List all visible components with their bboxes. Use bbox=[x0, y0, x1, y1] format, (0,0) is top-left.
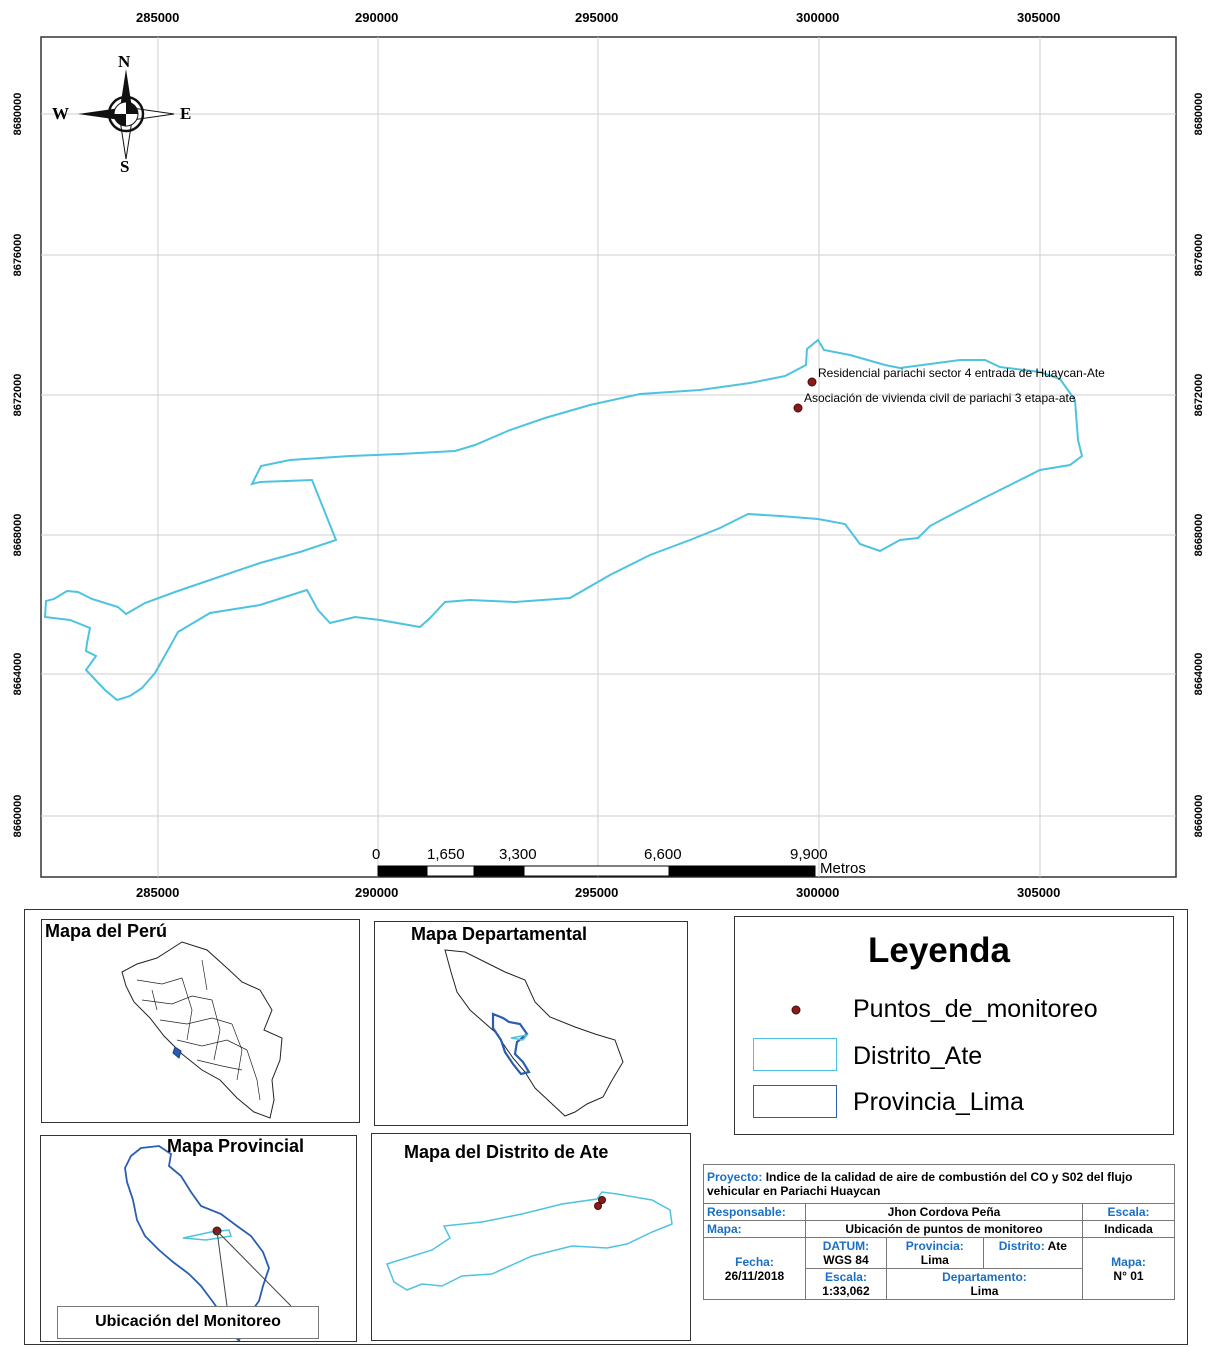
info-block: Proyecto: Indice de la calidad de aire d… bbox=[703, 1164, 1175, 1300]
proyecto-label: Proyecto: bbox=[707, 1170, 763, 1184]
departamento-cell: Departamento: Lima bbox=[885, 1268, 1084, 1300]
monitoring-point bbox=[807, 377, 817, 387]
compass-e-label: E bbox=[180, 104, 192, 123]
x-tick-bottom: 300000 bbox=[796, 885, 840, 900]
province-swatch bbox=[753, 1085, 837, 1118]
peru-outline bbox=[121, 941, 283, 1119]
mapa-num-label: Mapa: bbox=[1111, 1254, 1146, 1269]
x-tick-top: 285000 bbox=[136, 10, 180, 25]
x-tick-top: 305000 bbox=[1017, 10, 1061, 25]
x-tick-top: 300000 bbox=[796, 10, 840, 25]
x-tick-bottom: 295000 bbox=[575, 885, 619, 900]
escala-value: Indicada bbox=[1082, 1220, 1175, 1238]
inset-distrito: Mapa del Distrito de Ate bbox=[371, 1133, 691, 1341]
scale-label: 3,300 bbox=[499, 846, 537, 863]
escala2-label: Escala: bbox=[824, 1270, 867, 1284]
compass-w-label: W bbox=[52, 104, 69, 123]
escala2-cell: Escala: 1:33,062 bbox=[805, 1268, 887, 1300]
district-mini-outline bbox=[386, 1191, 673, 1291]
x-tick-top: 295000 bbox=[575, 10, 619, 25]
fecha-label: Fecha: bbox=[735, 1254, 774, 1269]
x-tick-bottom: 285000 bbox=[136, 885, 180, 900]
x-tick-bottom: 305000 bbox=[1017, 885, 1061, 900]
x-tick-top: 290000 bbox=[355, 10, 399, 25]
mapa-value: Ubicación de puntos de monitoreo bbox=[805, 1220, 1083, 1238]
legend-label: Provincia_Lima bbox=[853, 1088, 1024, 1116]
inset-provincial: Mapa Provincial Ubicación del Monitoreo bbox=[40, 1135, 357, 1342]
inset-title: Mapa Departamental bbox=[411, 924, 588, 944]
scale-unit: Metros bbox=[820, 860, 866, 877]
point-label: Residencial pariachi sector 4 entrada de… bbox=[818, 366, 1105, 380]
compass-n-label: N bbox=[118, 52, 131, 71]
map-frame bbox=[40, 36, 1177, 878]
graticule bbox=[41, 37, 1176, 877]
datum-cell: DATUM: WGS 84 bbox=[805, 1237, 887, 1269]
departamento-value: Lima bbox=[970, 1284, 999, 1298]
datum-label: DATUM: bbox=[822, 1239, 870, 1253]
mapa-num-cell: Mapa: N° 01 bbox=[1082, 1237, 1175, 1300]
inset-peru: Mapa del Perú bbox=[41, 919, 360, 1123]
scale-label: 1,650 bbox=[427, 846, 465, 863]
monitoring-point bbox=[793, 403, 803, 413]
distrito-value: Ate bbox=[1047, 1239, 1067, 1253]
scale-bar bbox=[377, 865, 816, 877]
inset-title: Mapa del Distrito de Ate bbox=[404, 1142, 609, 1162]
scale-label: 9,900 bbox=[790, 846, 828, 863]
x-tick-bottom: 290000 bbox=[355, 885, 399, 900]
legend-label: Puntos_de_monitoreo bbox=[853, 995, 1098, 1023]
mapa-num-value: N° 01 bbox=[1113, 1268, 1144, 1283]
mapa-label: Mapa: bbox=[703, 1220, 806, 1238]
scale-label: 0 bbox=[372, 846, 381, 863]
scale-label: 6,600 bbox=[644, 846, 682, 863]
district-swatch bbox=[753, 1038, 837, 1071]
legend-label: Distrito_Ate bbox=[853, 1042, 983, 1070]
proyecto-value: Indice de la calidad de aire de combusti… bbox=[707, 1170, 1133, 1198]
bottom-frame bbox=[24, 909, 1188, 1345]
responsable-label: Responsable: bbox=[703, 1203, 806, 1221]
provincia-value: Lima bbox=[920, 1253, 949, 1267]
escala2-value: 1:33,062 bbox=[822, 1284, 870, 1298]
info-table: Proyecto: Indice de la calidad de aire d… bbox=[703, 1164, 1175, 1300]
point-icon bbox=[791, 1005, 801, 1015]
provincia-label: Provincia: bbox=[905, 1239, 964, 1253]
distrito-label: Distrito: bbox=[998, 1239, 1045, 1253]
inset-title: Mapa Provincial bbox=[167, 1136, 305, 1156]
fecha-value: 26/11/2018 bbox=[724, 1268, 785, 1283]
fecha-cell: Fecha: 26/11/2018 bbox=[703, 1237, 806, 1300]
monitoring-callout: Ubicación del Monitoreo bbox=[57, 1306, 319, 1339]
responsable-value: Jhon Cordova Peña bbox=[805, 1203, 1083, 1221]
inset-departamental: Mapa Departamental bbox=[374, 921, 688, 1126]
provincia-cell: Provincia: Lima bbox=[885, 1237, 984, 1269]
escala-label: Escala: bbox=[1082, 1203, 1175, 1221]
datum-value: WGS 84 bbox=[823, 1253, 869, 1267]
distrito-cell: Distrito: Ate bbox=[982, 1237, 1084, 1269]
main-map: 285000 290000 295000 300000 305000 28500… bbox=[12, 10, 1205, 900]
compass-s-label: S bbox=[120, 157, 130, 176]
compass-icon bbox=[78, 69, 175, 160]
district-ate-outline bbox=[43, 338, 1084, 702]
inset-title: Mapa del Perú bbox=[45, 921, 168, 941]
legend-title: Leyenda bbox=[868, 931, 1010, 970]
point-label: Asociación de vivienda civil de pariachi… bbox=[804, 391, 1076, 405]
department-outline bbox=[444, 949, 624, 1117]
legend-panel: Leyenda Puntos_de_monitoreo Distrito_Ate… bbox=[734, 916, 1174, 1135]
departamento-label: Departamento: bbox=[942, 1270, 1027, 1284]
